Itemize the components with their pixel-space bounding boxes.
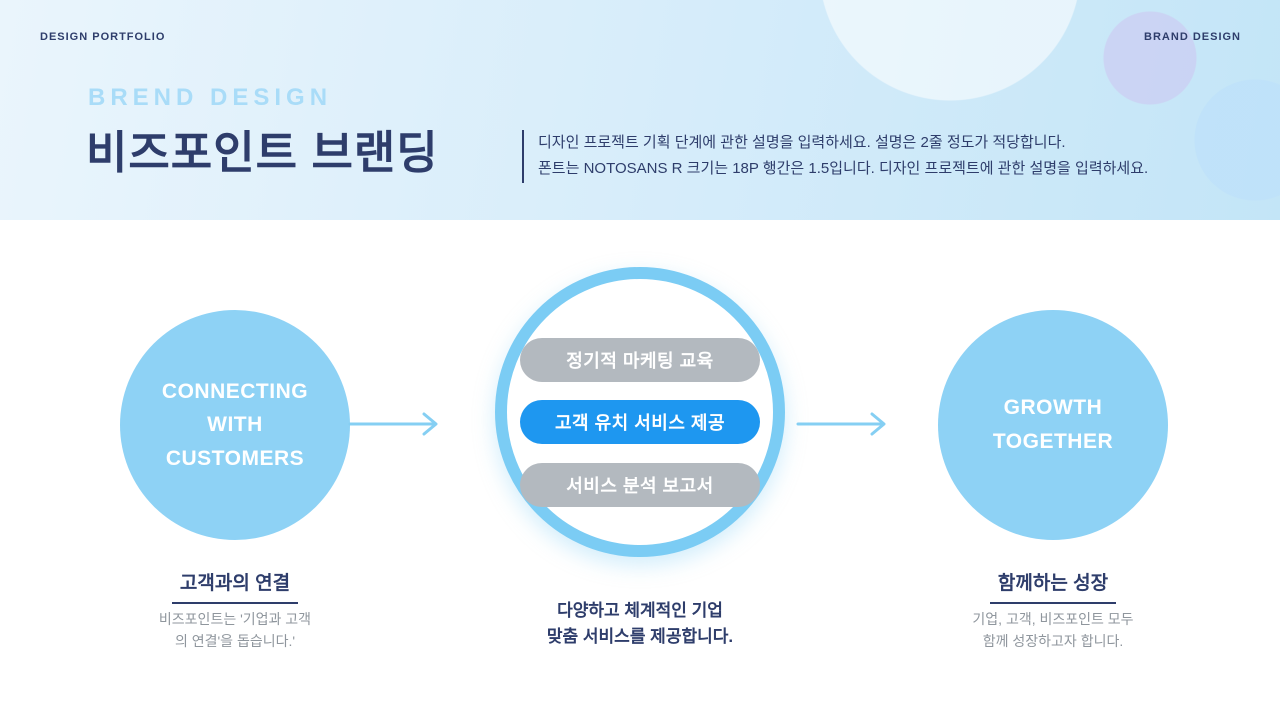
service-pill-highlighted: 고객 유치 서비스 제공: [520, 400, 760, 444]
title-description-line1: 디자인 프로젝트 기획 단계에 관한 설명을 입력하세요. 설명은 2줄 정도가…: [538, 134, 1066, 151]
page-title: 비즈포인트 브랜딩: [86, 127, 439, 178]
left-circle-label: CONNECTING WITH CUSTOMERS: [161, 379, 309, 470]
right-circle: GROWTH TOGETHER: [938, 310, 1168, 540]
left-caption-body: 비즈포인트는 '기업과 고객 의 연결'을 돕습니다.': [158, 611, 312, 649]
right-caption-body: 기업, 고객, 비즈포인트 모두 함께 성장하고자 합니다.: [972, 611, 1134, 649]
left-circle: CONNECTING WITH CUSTOMERS: [120, 310, 350, 540]
arrow-right-icon: [796, 412, 886, 436]
right-caption-title: 함께하는 성장: [923, 568, 1183, 604]
arrow-right-icon: [348, 412, 438, 436]
eyebrow-title: BREND DESIGN: [88, 84, 333, 111]
right-circle-label: GROWTH TOGETHER: [992, 396, 1114, 453]
right-caption-title-text: 함께하는 성장: [989, 568, 1117, 604]
left-caption-title: 고객과의 연결: [105, 568, 365, 604]
header-top-right-label: BRAND DESIGN: [1144, 31, 1241, 43]
center-caption-body: 다양하고 체계적인 기업 맞춤 서비스를 제공합니다.: [546, 601, 734, 647]
title-description: 디자인 프로젝트 기획 단계에 관한 설명을 입력하세요. 설명은 2줄 정도가…: [522, 130, 1148, 183]
header-band: DESIGN PORTFOLIO BRAND DESIGN BREND DESI…: [0, 0, 1280, 220]
service-pill: 서비스 분석 보고서: [520, 463, 760, 507]
header-top-left-label: DESIGN PORTFOLIO: [40, 31, 166, 43]
left-caption-title-text: 고객과의 연결: [171, 568, 299, 604]
service-pill: 정기적 마케팅 교육: [520, 338, 760, 382]
title-description-line2: 폰트는 NOTOSANS R 크기는 18P 행간은 1.5입니다. 디자인 프…: [538, 160, 1149, 178]
